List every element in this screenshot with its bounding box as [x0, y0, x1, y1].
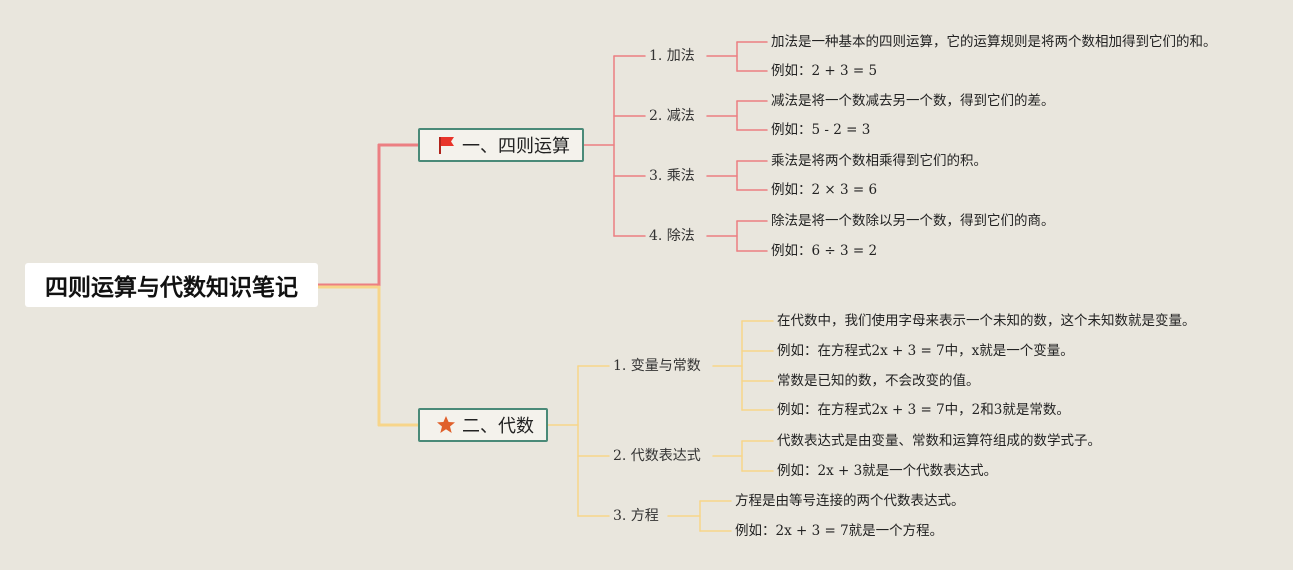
leaf-text[interactable]: 方程是由等号连接的两个代数表达式。 [733, 491, 967, 511]
leaf-text[interactable]: 例如：5 - 2 = 3 [769, 120, 873, 140]
leaf-text[interactable]: 例如：2 + 3 = 5 [769, 61, 880, 81]
subtopic-division[interactable]: 4. 除法 [647, 226, 697, 246]
subtopic-addition[interactable]: 1. 加法 [647, 46, 697, 66]
leaf-text[interactable]: 例如：2x + 3就是一个代数表达式。 [775, 461, 1000, 481]
leaf-text[interactable]: 例如：2 × 3 = 6 [769, 180, 880, 200]
branch-label: 一、四则运算 [462, 136, 570, 157]
branch-arithmetic[interactable]: 一、四则运算 [418, 128, 584, 162]
subtopic-variables-constants[interactable]: 1. 变量与常数 [611, 356, 703, 376]
orange-star-icon [436, 415, 456, 435]
red-flag-icon [436, 135, 456, 155]
leaf-text[interactable]: 除法是将一个数除以另一个数，得到它们的商。 [769, 211, 1057, 231]
root-topic[interactable]: 四则运算与代数知识笔记 [25, 263, 318, 307]
leaf-text[interactable]: 例如：在方程式2x + 3 = 7中，x就是一个变量。 [775, 341, 1076, 361]
subtopic-multiplication[interactable]: 3. 乘法 [647, 166, 697, 186]
leaf-text[interactable]: 常数是已知的数，不会改变的值。 [775, 371, 982, 391]
subtopic-algebraic-expression[interactable]: 2. 代数表达式 [611, 446, 703, 466]
leaf-text[interactable]: 代数表达式是由变量、常数和运算符组成的数学式子。 [775, 431, 1103, 451]
leaf-text[interactable]: 例如：2x + 3 = 7就是一个方程。 [733, 521, 946, 541]
leaf-text[interactable]: 例如：6 ÷ 3 = 2 [769, 241, 880, 261]
branch-label: 二、代数 [462, 416, 534, 437]
branch-algebra[interactable]: 二、代数 [418, 408, 548, 442]
leaf-text[interactable]: 减法是将一个数减去另一个数，得到它们的差。 [769, 91, 1057, 111]
leaf-text[interactable]: 乘法是将两个数相乘得到它们的积。 [769, 151, 989, 171]
leaf-text[interactable]: 例如：在方程式2x + 3 = 7中，2和3就是常数。 [775, 400, 1072, 420]
subtopic-equation[interactable]: 3. 方程 [611, 506, 661, 526]
leaf-text[interactable]: 在代数中，我们使用字母来表示一个未知的数，这个未知数就是变量。 [775, 311, 1198, 331]
leaf-text[interactable]: 加法是一种基本的四则运算，它的运算规则是将两个数相加得到它们的和。 [769, 32, 1219, 52]
subtopic-subtraction[interactable]: 2. 减法 [647, 106, 697, 126]
